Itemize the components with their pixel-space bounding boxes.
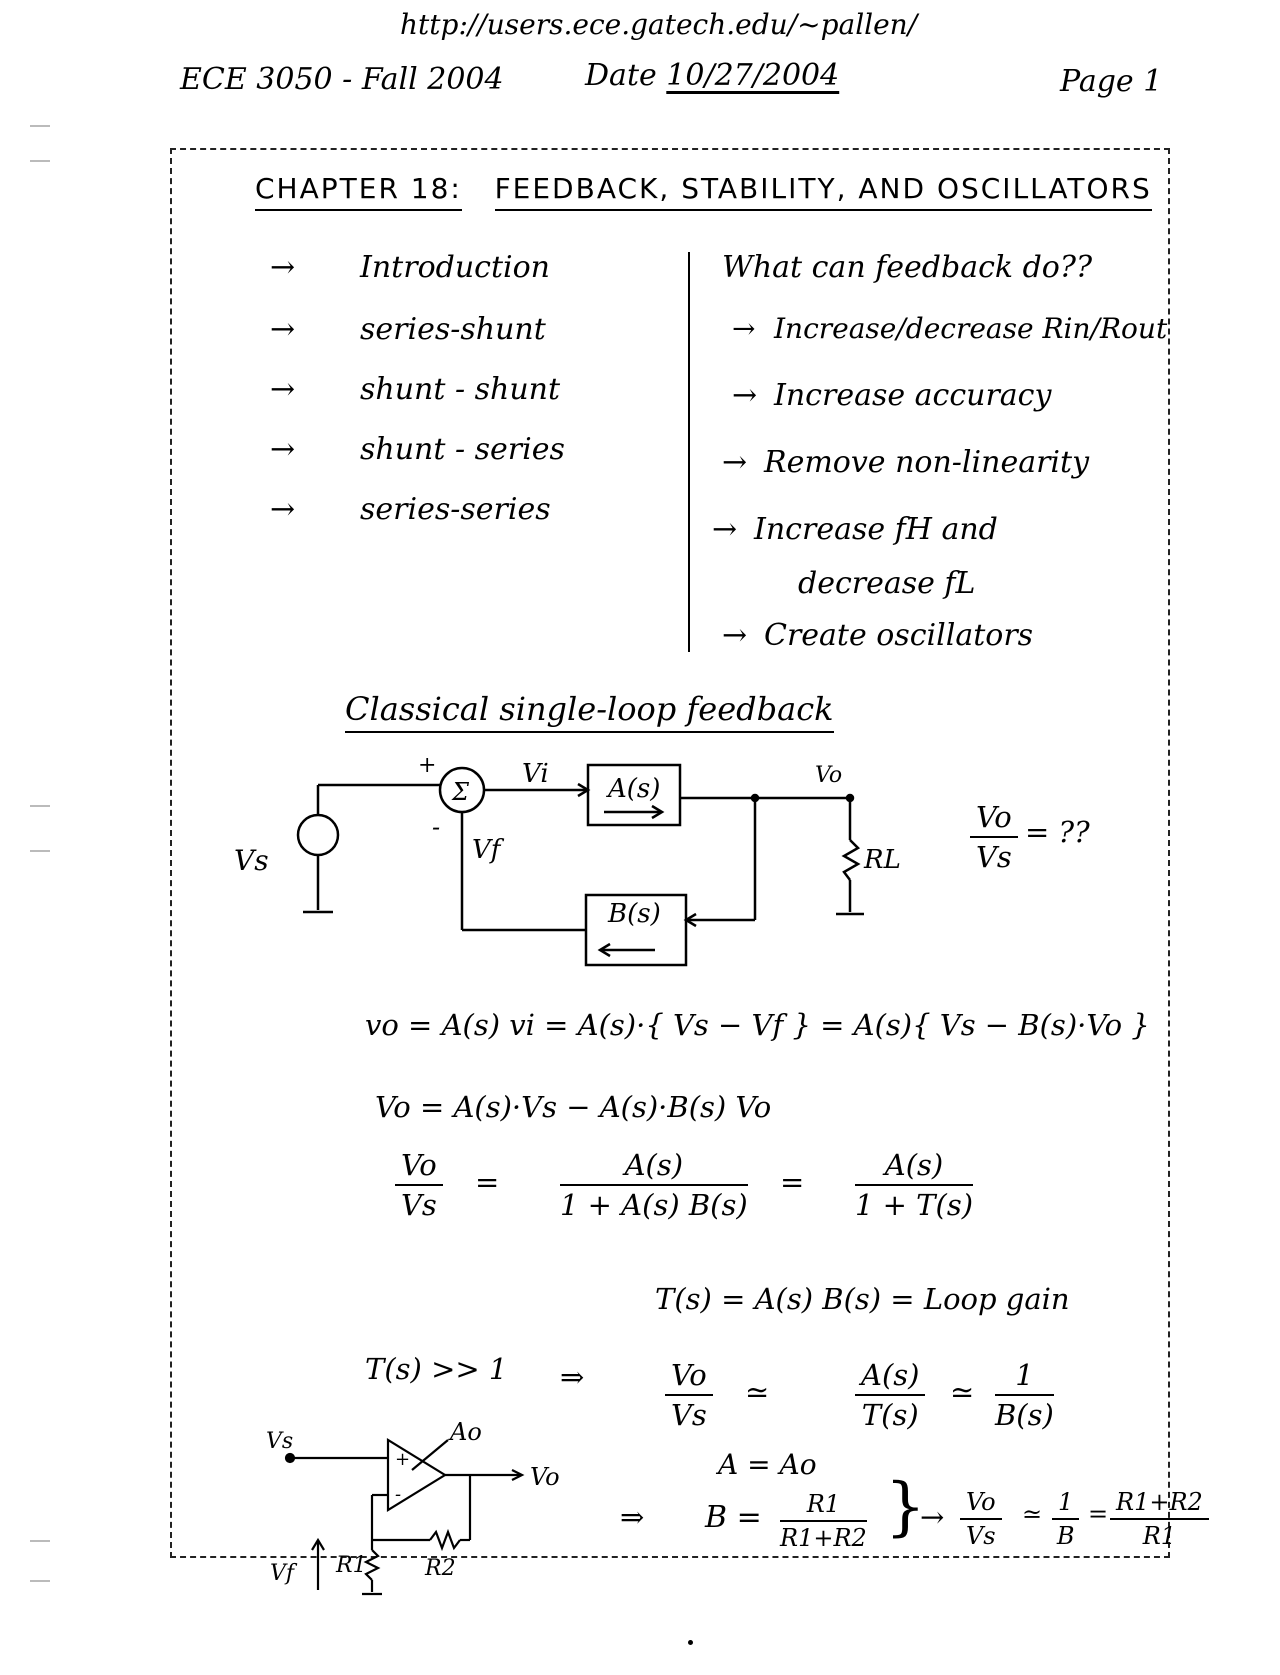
content-frame <box>170 148 1170 1558</box>
opamp-vs-label: Vs <box>266 1429 293 1454</box>
topic-item: →Introduction <box>270 250 550 285</box>
sigma-icon: Σ <box>451 778 470 806</box>
opamp-triangle <box>386 1438 448 1512</box>
closed-loop-gain-fraction: A(s)1 + A(s) B(s) <box>560 1148 748 1222</box>
arrow-icon: → <box>712 512 738 547</box>
date-label: Date <box>585 58 657 93</box>
chapter-label: CHAPTER 18: <box>255 172 462 211</box>
feedback-use-item: →Remove non-linearity <box>722 445 1090 480</box>
topic-item: →shunt - shunt <box>270 372 561 407</box>
equals-sign: = <box>475 1165 500 1199</box>
scan-mark <box>30 850 50 852</box>
feedback-question: What can feedback do?? <box>722 250 1093 285</box>
arrow-icon: → <box>920 1500 945 1534</box>
rl-label: RL <box>863 845 901 875</box>
stray-dot <box>688 1640 693 1645</box>
approx-gain-mid: A(s)T(s) <box>855 1358 926 1432</box>
arrow-icon: → <box>722 618 748 653</box>
approx-sign: ≃ <box>745 1375 770 1409</box>
feedback-use-item: →Increase fH and <box>712 512 998 547</box>
feedback-use-item: →Increase/decrease Rin/Rout <box>732 312 1168 345</box>
opamp-vf-label: Vf <box>270 1561 298 1586</box>
closed-loop-gain-loopgain-form: A(s)1 + T(s) <box>855 1148 974 1222</box>
approx-sign: ≃ <box>1022 1500 1043 1528</box>
b-block-label: B(s) <box>607 899 661 929</box>
opamp-plus-sign: + <box>395 1449 410 1470</box>
topic-item: →series-series <box>270 492 551 527</box>
opamp-r2-label: R2 <box>424 1556 456 1581</box>
vf-label: Vf <box>472 835 505 865</box>
scan-mark <box>30 160 50 162</box>
opamp-minus-sign: - <box>395 1484 401 1505</box>
feedback-use-item: →Increase accuracy <box>732 378 1052 413</box>
header-url: http://users.ece.gatech.edu/~pallen/ <box>400 8 918 41</box>
section-title: Classical single-loop feedback <box>345 690 834 733</box>
opamp-vo-label: Vo <box>530 1463 560 1491</box>
equation-line-2: Vo = A(s)·Vs − A(s)·B(s) Vo <box>375 1090 772 1124</box>
column-divider <box>688 252 690 652</box>
implies-arrow: ⇒ <box>620 1500 645 1534</box>
scan-mark <box>30 1580 50 1582</box>
gain-question-rhs: = ?? <box>1025 815 1090 849</box>
equation-line-1: vo = A(s) vi = A(s)·{ Vs − Vf } = A(s){ … <box>365 1008 1150 1042</box>
topic-item: →shunt - series <box>270 432 565 467</box>
minus-sign: - <box>432 813 440 841</box>
arrow-icon: → <box>270 312 296 347</box>
course-label: ECE 3050 - Fall 2004 <box>180 62 504 97</box>
topic-item: →series-shunt <box>270 312 546 347</box>
vs-label: Vs <box>234 844 269 877</box>
equals-sign: = <box>1088 1500 1109 1528</box>
vi-label: Vi <box>522 759 549 789</box>
brace-symbol: } <box>885 1470 926 1544</box>
date-field: Date 10/27/2004 <box>585 58 839 93</box>
arrow-icon: → <box>270 432 296 467</box>
page-number: Page 1 <box>1060 64 1163 99</box>
opamp-gain-a: A = Ao <box>718 1448 817 1481</box>
arrow-icon: → <box>722 445 748 480</box>
scan-mark <box>30 125 50 127</box>
opamp-feedback-b-lhs: B = <box>705 1500 762 1535</box>
feedback-use-continuation: decrease fL <box>798 566 976 601</box>
scan-mark <box>30 1540 50 1542</box>
approx-sign: ≃ <box>950 1375 975 1409</box>
equals-sign: = <box>780 1165 805 1199</box>
opamp-a0-label: Ao <box>448 1418 482 1446</box>
scan-mark <box>30 805 50 807</box>
chapter-title: FEEDBACK, STABILITY, AND OSCILLATORS <box>494 172 1152 211</box>
a-block <box>586 763 682 827</box>
loop-gain-definition: T(s) = A(s) B(s) = Loop gain <box>655 1282 1070 1316</box>
opamp-r1-label: R1 <box>335 1553 367 1578</box>
large-loop-gain-condition: T(s) >> 1 <box>365 1352 508 1386</box>
vo-label: Vo <box>815 763 842 788</box>
date-value: 10/27/2004 <box>666 58 840 93</box>
arrow-icon: → <box>732 312 756 345</box>
feedback-use-item: →Create oscillators <box>722 618 1034 653</box>
arrow-icon: → <box>732 378 758 413</box>
implies-arrow: ⇒ <box>560 1360 585 1394</box>
arrow-icon: → <box>270 250 296 285</box>
arrow-icon: → <box>270 492 296 527</box>
a-block-label: A(s) <box>606 774 660 804</box>
chapter-heading: CHAPTER 18: FEEDBACK, STABILITY, AND OSC… <box>255 172 1152 211</box>
plus-sign: + <box>418 753 436 778</box>
arrow-icon: → <box>270 372 296 407</box>
